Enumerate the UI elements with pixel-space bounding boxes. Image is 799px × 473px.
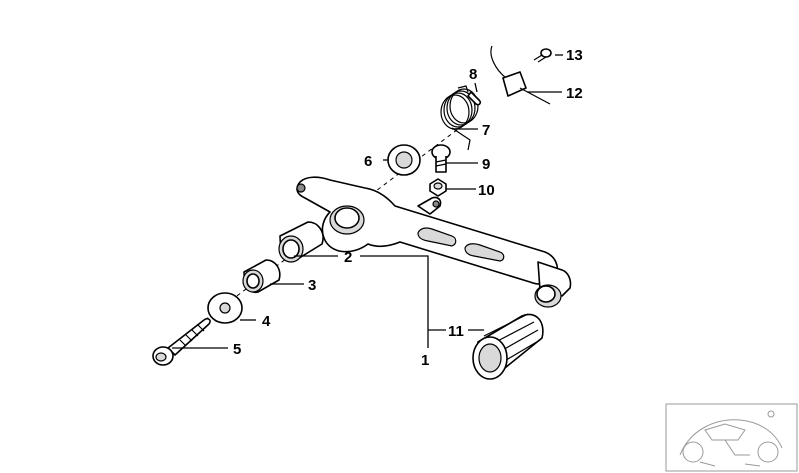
part-10-nut <box>429 178 447 197</box>
callout-10: 10 <box>478 182 495 199</box>
callout-2: 2 <box>344 249 352 266</box>
callout-7: 7 <box>482 122 490 139</box>
part-12-switch-bracket <box>490 45 551 105</box>
callout-13: 13 <box>566 47 583 64</box>
callout-6: 6 <box>364 153 372 170</box>
callout-1: 1 <box>421 352 429 369</box>
callout-8: 8 <box>469 66 477 83</box>
part-7-return-spring <box>440 85 479 151</box>
callout-11: 11 <box>448 323 464 340</box>
part-1-brake-pedal <box>296 176 572 308</box>
callout-12: 12 <box>566 85 583 102</box>
part-6-washer <box>387 144 421 176</box>
part-13-small-screw <box>533 48 552 63</box>
part-3-sleeve <box>242 259 281 294</box>
motorcycle-thumbnail-icon <box>665 403 798 472</box>
part-8-pin <box>467 91 482 106</box>
leader-lines <box>172 54 563 349</box>
part-4-washer <box>207 292 243 324</box>
part-11-pedal-rubber <box>472 313 544 380</box>
callout-3: 3 <box>308 277 316 294</box>
part-9-screw <box>431 144 451 173</box>
callout-4: 4 <box>262 313 271 330</box>
callout-5: 5 <box>233 341 241 358</box>
part-5-hex-bolt <box>152 317 211 366</box>
callout-9: 9 <box>482 156 490 173</box>
